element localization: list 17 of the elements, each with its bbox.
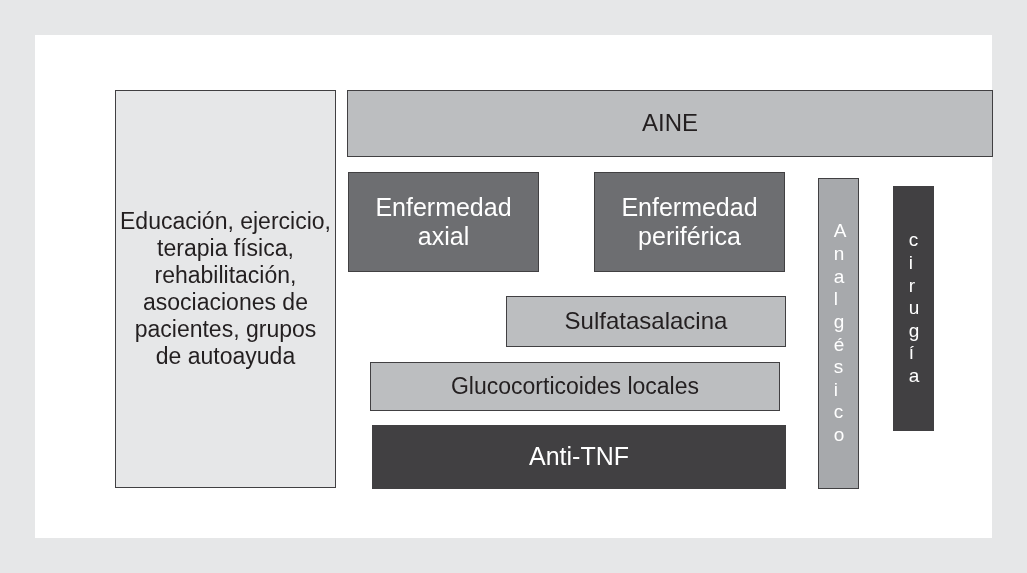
box-label: Educación, ejercicio, terapia física, rehabilitación, asociaciones de pacientes, grupos de autoayuda (119, 207, 332, 371)
treatment-box (370, 362, 780, 411)
box-label: Glucocorticoides locales (450, 372, 700, 401)
treatment-box (115, 90, 336, 488)
vertical-bar (893, 186, 934, 431)
treatment-box (594, 172, 785, 272)
box-label: cirugía (908, 229, 919, 388)
treatment-box (348, 172, 539, 272)
vertical-bar (818, 178, 859, 489)
box-label: Sulfatasalacina (563, 307, 729, 336)
box-label: AINE (641, 109, 699, 138)
treatment-box (506, 296, 786, 347)
box-label: Enfermedad axial (374, 192, 513, 252)
box-label: Enfermedad periférica (620, 192, 759, 252)
treatment-box (372, 425, 786, 489)
treatment-box (347, 90, 993, 157)
box-label: Anti-TNF (528, 442, 630, 472)
